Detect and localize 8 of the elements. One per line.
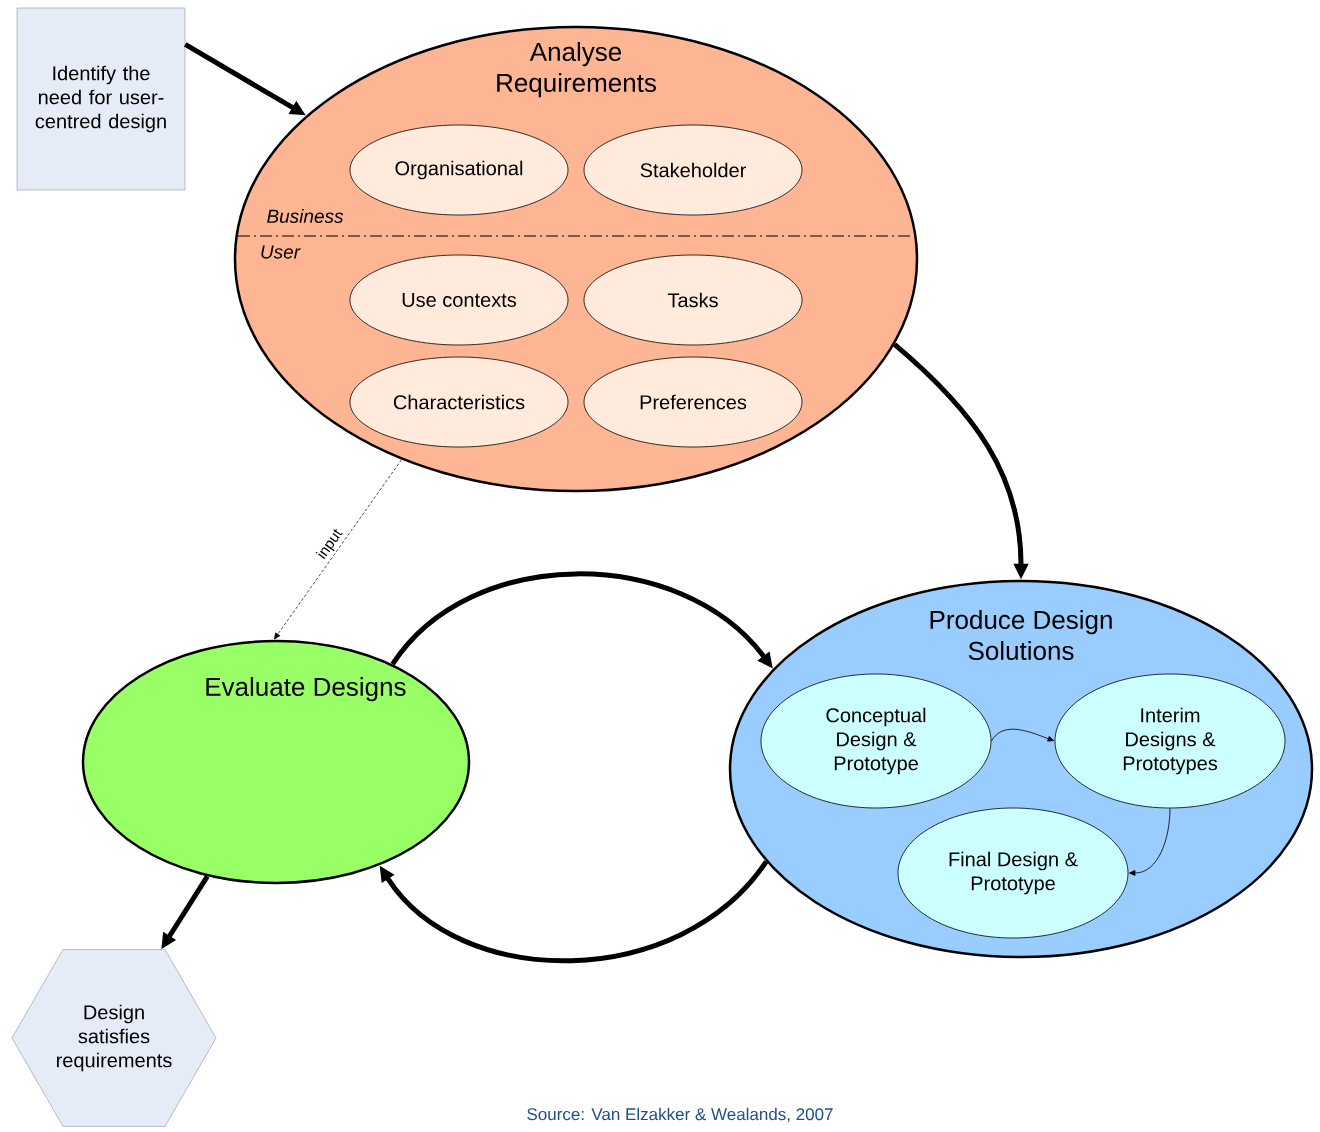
section-label: User <box>261 245 301 259</box>
end-hexagon: Design satisfies requirements <box>11 949 217 1127</box>
source-caption: Source: Van Elzakker & Wealands, 2007 <box>527 1107 833 1123</box>
section-label: Business <box>267 209 344 223</box>
start-box: Identify the need for user-centred design <box>16 7 186 191</box>
arrow <box>991 728 1055 742</box>
arrow <box>1129 808 1171 876</box>
arrow <box>274 459 402 640</box>
